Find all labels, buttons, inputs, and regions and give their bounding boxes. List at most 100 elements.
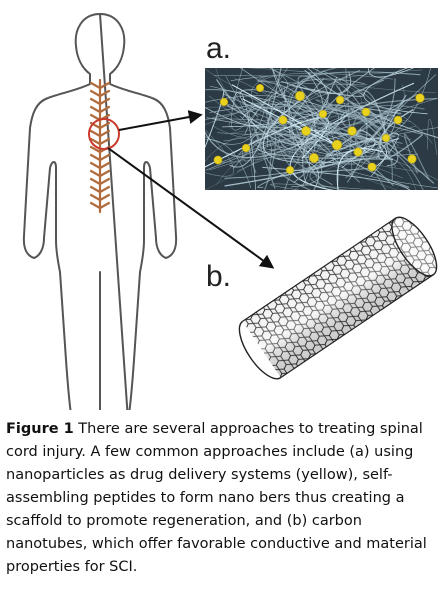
spinal-nerve — [89, 105, 102, 114]
nanoparticle — [381, 133, 391, 143]
nanofiber — [259, 74, 368, 86]
spinal-nerve — [89, 137, 102, 146]
nanoparticle — [219, 97, 229, 107]
nanofiber — [284, 116, 399, 190]
nanofiber — [262, 96, 363, 164]
nanofiber-micrograph — [205, 68, 438, 190]
spinal-nerve — [98, 137, 111, 146]
nanofiber — [293, 154, 417, 190]
spinal-nerve — [98, 153, 111, 162]
nanoparticle — [353, 147, 363, 157]
spinal-nerve — [89, 193, 102, 202]
nanofiber — [224, 78, 396, 179]
spinal-cord-icon — [89, 78, 111, 214]
nanofiber — [268, 110, 333, 186]
nanofiber — [316, 110, 397, 190]
spinal-nerve — [89, 145, 102, 154]
nanofiber — [205, 89, 276, 190]
figure-diagram: a. b. — [22, 13, 438, 410]
panel-b-label: b. — [206, 260, 231, 293]
nanofiber — [205, 105, 393, 182]
nanoparticle — [295, 91, 305, 101]
panel-a-label: a. — [206, 32, 231, 65]
nanofiber — [288, 68, 338, 175]
nanofiber — [287, 90, 300, 163]
caption-text: There are several approaches to treating… — [6, 421, 427, 575]
nanoparticle — [278, 115, 288, 125]
spinal-nerve — [89, 177, 102, 186]
spinal-nerve — [98, 97, 111, 106]
nanofiber — [336, 85, 406, 116]
spinal-nerve — [89, 169, 102, 178]
nanoparticle — [393, 115, 403, 125]
spinal-nerve — [89, 153, 102, 162]
nanofiber — [205, 68, 403, 190]
nanofiber — [205, 130, 438, 180]
spinal-nerve — [89, 161, 102, 170]
nanoparticle — [347, 126, 357, 136]
nanofiber — [353, 104, 425, 162]
nanofiber — [257, 170, 292, 189]
spinal-nerve — [89, 97, 102, 106]
nanoparticle — [213, 155, 223, 165]
nanofiber — [345, 68, 353, 177]
nanofiber — [230, 68, 288, 131]
nanofiber — [298, 119, 403, 144]
nanofiber — [336, 148, 383, 190]
spinal-nerve — [89, 201, 102, 210]
nanofiber — [205, 105, 328, 134]
nanofiber — [356, 94, 418, 140]
nanofiber — [367, 68, 414, 78]
spinal-nerve — [89, 81, 102, 90]
nanofiber — [249, 132, 322, 174]
nanoparticle — [331, 139, 343, 151]
spinal-nerve — [98, 201, 111, 210]
nanofiber — [295, 71, 421, 92]
highlight-circle — [88, 118, 120, 150]
arrow-to-panel-a — [118, 110, 203, 131]
nanofiber — [209, 68, 288, 113]
nanofiber — [250, 110, 375, 161]
spinal-nerve — [98, 129, 111, 138]
nanofiber — [289, 77, 362, 143]
nanofiber — [215, 68, 399, 190]
nanoparticle — [367, 162, 377, 172]
human-body-outline — [22, 13, 178, 410]
nanofiber — [205, 139, 252, 188]
nanofiber — [339, 69, 437, 94]
nanofiber — [427, 118, 438, 155]
nanoparticle — [415, 93, 425, 103]
nanofiber — [301, 156, 380, 173]
spinal-nerve — [98, 121, 111, 130]
spinal-nerve — [98, 81, 111, 90]
spinal-nerve — [89, 185, 102, 194]
spinal-nerve — [98, 177, 111, 186]
nanofiber — [205, 129, 235, 177]
spinal-nerve — [98, 161, 111, 170]
nanofiber — [315, 99, 411, 141]
caption-label: Figure 1 — [6, 421, 74, 437]
spinal-nerve — [89, 129, 102, 138]
nanofiber — [305, 132, 418, 157]
spinal-nerve — [98, 89, 111, 98]
spinal-nerve — [98, 105, 111, 114]
nanofiber — [242, 75, 311, 156]
nanoparticle — [361, 107, 371, 117]
nanofiber — [377, 94, 423, 161]
nanofiber — [363, 68, 428, 115]
nanofiber — [324, 79, 410, 188]
spinal-nerve — [98, 169, 111, 178]
nanoparticle — [309, 153, 319, 163]
nanofiber — [229, 68, 282, 168]
nanofiber — [276, 157, 319, 190]
spinal-nerve — [89, 89, 102, 98]
nanoparticle — [241, 143, 251, 153]
nanofiber — [271, 68, 346, 125]
nanofiber — [211, 124, 422, 173]
nanofiber — [213, 68, 323, 77]
spinal-nerve — [98, 193, 111, 202]
arrow-to-panel-b — [107, 147, 275, 269]
nanofiber — [281, 71, 351, 94]
nanofiber — [322, 70, 385, 179]
nanofiber — [256, 118, 306, 151]
